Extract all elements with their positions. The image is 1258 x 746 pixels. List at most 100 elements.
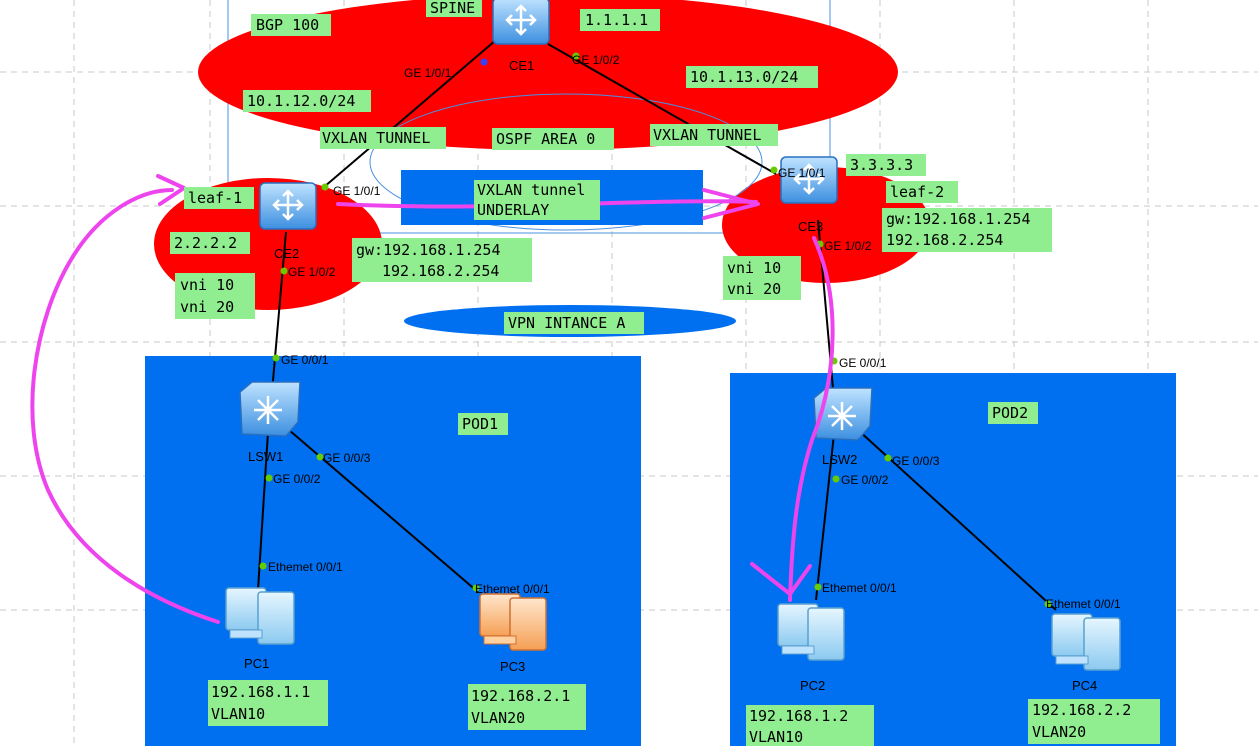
spine-label: SPINE [426,0,482,17]
svg-text:leaf-1: leaf-1 [188,189,242,207]
svg-text:192.168.2.254: 192.168.2.254 [382,262,499,280]
ce3-name: CE3 [798,219,823,234]
ce1-router-id-label: 1.1.1.1 [580,9,660,31]
svg-text:10.1.13.0/24: 10.1.13.0/24 [690,68,798,86]
svg-text:OSPF AREA 0: OSPF AREA 0 [496,130,595,148]
svg-text:leaf-2: leaf-2 [890,183,944,201]
svg-text:vni 10: vni 10 [180,276,234,294]
gateway-right-label: gw:192.168.1.254 192.168.2.254 [882,208,1052,252]
pod1-label: POD1 [458,413,508,435]
ce1-router-icon[interactable] [492,0,550,45]
leaf2-area [722,167,930,283]
svg-text:192.168.2.254: 192.168.2.254 [886,231,1003,249]
svg-text:VPN INTANCE A: VPN INTANCE A [508,314,625,332]
svg-text:192.168.2.1: 192.168.2.1 [471,687,570,705]
pc1-address-label: 192.168.1.1 VLAN10 [208,680,328,726]
ospf-area-outline [369,93,763,231]
leaf2-label: leaf-2 [886,181,958,203]
ce2-name: CE2 [274,246,299,261]
path-arrowhead-leaf2 [702,188,760,220]
ce3-port-ge2: GE 1/0/2 [824,239,872,253]
svg-text:gw:192.168.1.254: gw:192.168.1.254 [356,241,501,259]
pc1-icon[interactable] [225,587,295,645]
pc4-port: Ethemet 0/0/1 [1046,597,1121,611]
ce3-router-id-label: 3.3.3.3 [846,154,926,176]
lsw2-name: LSW2 [822,452,857,467]
svg-text:POD1: POD1 [462,415,498,433]
svg-text:10.1.12.0/24: 10.1.12.0/24 [247,92,355,110]
net12-label: 10.1.12.0/24 [243,90,371,112]
port-and-device-labels: CE1 GE 1/0/1 GE 1/0/2 CE2 GE 1/0/1 GE 1/… [244,53,1121,693]
pc2-name: PC2 [800,678,825,693]
svg-text:192.168.2.2: 192.168.2.2 [1032,701,1131,719]
lsw1-port-ge3: GE 0/0/3 [323,451,371,465]
vxlan-tunnel-right-label: VXLAN TUNNEL [650,124,778,146]
ce2-router-id-label: 2.2.2.2 [170,232,250,254]
bgp-label: BGP 100 [251,14,331,36]
svg-text:SPINE: SPINE [430,0,475,17]
svg-text:VLAN10: VLAN10 [211,705,265,723]
spine-area [198,0,898,150]
pc4-icon[interactable] [1051,613,1121,671]
ce3-router-icon[interactable] [780,156,838,204]
svg-text:vni 10: vni 10 [727,259,781,277]
link-ce1-ce3 [547,43,777,175]
ce1-port-ge2: GE 1/0/2 [572,53,620,67]
lsw2-port-ge3: GE 0/0/3 [892,454,940,468]
gateway-left-label: gw:192.168.1.254 192.168.2.254 [352,238,532,282]
ce2-router-icon[interactable] [259,182,317,230]
ce2-port-ge2: GE 1/0/2 [288,265,336,279]
lsw2-port-ge1: GE 0/0/1 [839,356,887,370]
pc1-port: Ethemet 0/0/1 [268,560,343,574]
leaf1-label: leaf-1 [184,187,254,209]
underlay-label: VXLAN tunnel UNDERLAY [474,180,600,220]
pc2-icon[interactable] [777,603,845,661]
pc3-port: Ethemet 0/0/1 [475,582,550,596]
link-ce1-ce2 [323,39,497,188]
traffic-path [30,174,835,624]
net13-label: 10.1.13.0/24 [686,66,818,88]
link-ce2-lsw1 [271,231,287,393]
lsw1-switch-icon[interactable] [239,381,301,437]
svg-text:3.3.3.3: 3.3.3.3 [850,156,913,174]
svg-text:VXLAN tunnel: VXLAN tunnel [477,181,585,199]
svg-text:gw:192.168.1.254: gw:192.168.1.254 [886,210,1031,228]
lsw1-port-ge1: GE 0/0/1 [281,353,329,367]
svg-text:VLAN20: VLAN20 [471,709,525,727]
ce1-name: CE1 [509,58,534,73]
path-pc1-to-leaf1 [30,188,220,624]
ce1-port-ge1: GE 1/0/1 [404,66,452,80]
vxlan-tunnel-left-label: VXLAN TUNNEL [320,127,446,149]
lsw1-port-ge2: GE 0/0/2 [273,472,321,486]
svg-text:192.168.1.2: 192.168.1.2 [749,707,848,725]
links [257,39,1057,611]
pod2-label: POD2 [988,402,1038,424]
link-lsw1-pc3 [281,423,479,593]
pc3-address-label: 192.168.2.1 VLAN20 [468,684,586,730]
svg-text:2.2.2.2: 2.2.2.2 [174,234,237,252]
svg-text:BGP 100: BGP 100 [256,16,319,34]
lsw2-port-ge2: GE 0/0/2 [841,473,889,487]
link-lsw2-pc4 [857,429,1057,611]
pc4-name: PC4 [1072,678,1097,693]
svg-text:POD2: POD2 [992,404,1028,422]
svg-text:vni 20: vni 20 [727,280,781,298]
svg-text:VXLAN TUNNEL: VXLAN TUNNEL [653,126,761,144]
ospf-area-label: OSPF AREA 0 [492,128,614,150]
svg-text:UNDERLAY: UNDERLAY [477,201,549,219]
path-arrowhead-pc2 [750,562,812,596]
svg-text:VXLAN TUNNEL: VXLAN TUNNEL [322,129,430,147]
vpn-instance-label: VPN INTANCE A [504,312,644,334]
ce3-port-ge1: GE 1/0/1 [778,166,826,180]
svg-text:vni 20: vni 20 [180,298,234,316]
ce2-port-ge1: GE 1/0/1 [333,184,381,198]
pc4-address-label: 192.168.2.2 VLAN20 [1028,699,1160,744]
svg-text:VLAN20: VLAN20 [1032,723,1086,741]
pc3-icon[interactable] [479,593,547,651]
lsw1-name: LSW1 [248,449,283,464]
pc1-name: PC1 [244,656,269,671]
svg-text:1.1.1.1: 1.1.1.1 [585,11,648,29]
vni-right-label: vni 10 vni 20 [723,256,801,300]
